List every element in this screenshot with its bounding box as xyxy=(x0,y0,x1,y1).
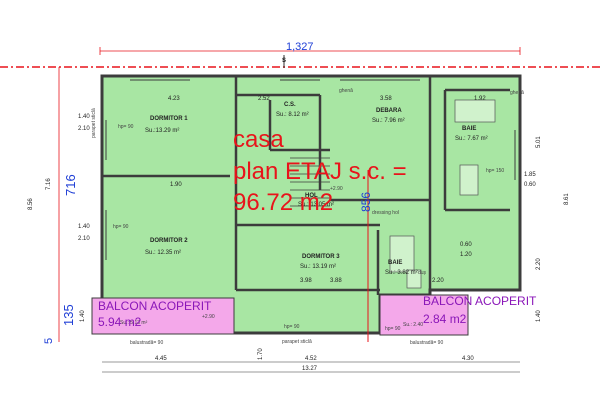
balcony-left xyxy=(91,297,235,335)
room-height: hp= 90 xyxy=(113,224,129,230)
headline-line-2: plan ETAJ s.c. = xyxy=(233,158,407,185)
dimension-label: 2.20 xyxy=(432,278,444,284)
room-area: Su.: 12.35 m² xyxy=(145,250,181,256)
dimension-label: 3.98 xyxy=(300,278,312,284)
interior-walls xyxy=(102,76,510,295)
balcony-left-label: BALCON ACOPERIT xyxy=(98,299,212,313)
room-area: Su.: 3.82 m² xyxy=(385,270,418,276)
dimension-label: 1.92 xyxy=(474,96,486,102)
dimension-label: 5.01 xyxy=(536,136,542,148)
dimension-label: 1.40 xyxy=(536,310,542,322)
room-area: Su.: 7.67 m² xyxy=(455,136,488,142)
hp-label: hp= 90 xyxy=(284,324,300,330)
overall-height-135: 135 xyxy=(61,304,76,326)
dimension-856: 856 xyxy=(359,191,373,212)
level-mark: +2.90 xyxy=(202,314,215,320)
dimension-label: 8.56 xyxy=(28,198,34,210)
overall-height-716: 716 xyxy=(63,174,78,196)
balcony-right-label: BALCON ACOPERIT xyxy=(423,294,537,308)
balustrade-label: balustradă= 90 xyxy=(410,340,443,346)
windows xyxy=(105,79,516,260)
dimension-label: 0.60 xyxy=(460,242,472,248)
room-height: hp= 90 xyxy=(118,124,134,130)
balcony-small-area: Su.: 5.13 m² xyxy=(120,320,148,326)
balcony-right xyxy=(379,294,469,336)
dimension-label: 3.88 xyxy=(330,278,342,284)
parapet-label: parapet sticlă xyxy=(282,339,312,345)
dimension-label: 1.85 xyxy=(524,172,536,178)
overall-width: 1,327 xyxy=(286,41,314,53)
dimension-label: 1.40 xyxy=(78,114,90,120)
dimension-label: 0.60 xyxy=(524,182,536,188)
room-name: DORMITOR 2 xyxy=(150,238,188,244)
hp-label: hp= 90 xyxy=(385,326,401,332)
dimension-label: 4.45 xyxy=(155,356,167,362)
dimension-label: 1.90 xyxy=(170,182,182,188)
dimension-label: 1.70 xyxy=(258,348,264,360)
dimension-label: 13.27 xyxy=(302,366,318,372)
room-area: Su.: 13.19 m² xyxy=(300,264,336,270)
dimension-label: 1.40 xyxy=(80,310,86,322)
ghena-label: ghenă xyxy=(510,90,524,96)
room-height: hp= 150 xyxy=(486,168,504,174)
headline-line-1: casa xyxy=(233,126,284,153)
headline-line-3: 96.72 m2 xyxy=(233,189,334,216)
dimension-label: 2.20 xyxy=(536,258,542,270)
room-area: Su.: 7.96 m² xyxy=(372,118,405,124)
room-name: BAIE xyxy=(462,126,476,132)
room-area: Su.: 13.05 m² xyxy=(298,202,334,208)
room-area: Su.:13.29 m² xyxy=(145,128,179,134)
room-name: C.S. xyxy=(284,102,296,108)
room-name: HOL xyxy=(305,193,318,199)
dimension-label: 4.23 xyxy=(168,96,180,102)
room-name: DORMITOR 1 xyxy=(150,116,188,122)
dimension-label: 2.52 xyxy=(258,96,270,102)
ghena-label: ghenă xyxy=(339,88,353,94)
dimension-label: 2.10 xyxy=(78,126,90,132)
balcony-small-area: Su.: 2.40 xyxy=(403,322,423,328)
dimension-label: 7.16 xyxy=(46,178,52,190)
dimension-label: 4.52 xyxy=(305,356,317,362)
parapet-label: parapet sticlă xyxy=(91,108,97,138)
dimension-label: 4.30 xyxy=(462,356,474,362)
room-name: DEBARA xyxy=(376,108,402,114)
dimension-label: 2.10 xyxy=(78,236,90,242)
dimension-label: 1.40 xyxy=(78,224,90,230)
dimension-label: 3.58 xyxy=(380,96,392,102)
dressing-label: dressing hol xyxy=(372,210,399,216)
room-name: DORMITOR 3 xyxy=(302,254,340,260)
shower-label: duș xyxy=(418,270,427,276)
room-area: Su.: 8.12 m² xyxy=(276,112,309,118)
dimension-label: 8.61 xyxy=(564,193,570,205)
staircase xyxy=(290,149,330,207)
room-name: BAIE xyxy=(388,260,402,266)
sanitary-fixtures xyxy=(389,99,496,289)
balustrade-label: balustradă= 90 xyxy=(130,340,163,346)
overall-height-5: 5 xyxy=(43,337,55,344)
balcony-right-area: 2.84 m2 xyxy=(423,312,467,326)
level-mark: +2.90 xyxy=(330,186,343,192)
s-marker: S xyxy=(282,58,286,64)
dimension-label: 1.20 xyxy=(460,252,472,258)
balcony-left-area: 5.94 m2 xyxy=(98,315,142,329)
